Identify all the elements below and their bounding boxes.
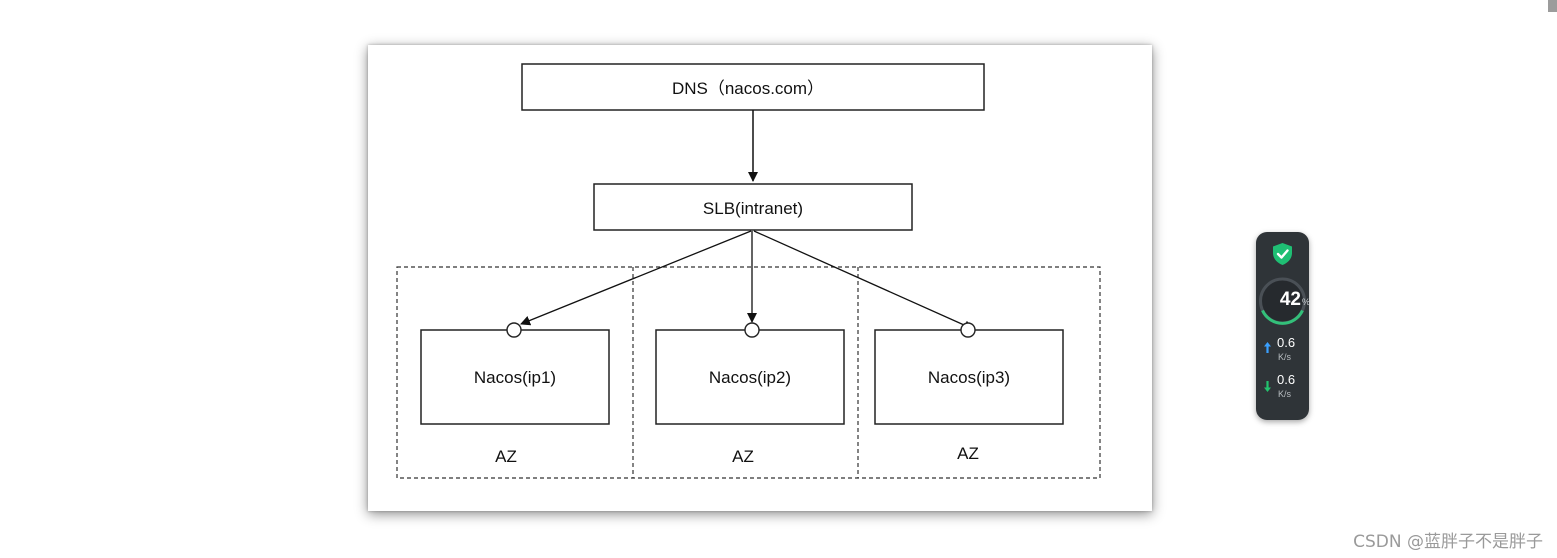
node-1-port [506, 322, 522, 338]
nacos-node-3-label: Nacos(ip3) [928, 368, 1010, 387]
node-2-port [744, 322, 760, 338]
slb-box [593, 183, 913, 231]
usage-percent: 42 [1279, 289, 1301, 310]
dns-box [521, 63, 985, 111]
upload-speed-unit: K/s [1278, 352, 1292, 362]
nacos-node-1-label: Nacos(ip1) [474, 368, 556, 387]
diagram-image: DNS（nacos.com） SLB(intranet) Nacos(ip1) … [368, 45, 1152, 511]
dns-label: DNS（nacos.com） [672, 79, 824, 98]
nacos-node-2-label: Nacos(ip2) [709, 368, 791, 387]
network-speed-widget[interactable]: 42 % 0.6 K/s 0.6 K/s [1256, 232, 1311, 420]
csdn-watermark: CSDN @蓝胖子不是胖子 [1353, 532, 1543, 552]
usage-gauge-ring [1259, 277, 1306, 325]
az-container [396, 266, 1101, 479]
nacos-node-2 [655, 329, 845, 425]
architecture-diagram: DNS（nacos.com） SLB(intranet) Nacos(ip1) … [396, 63, 1101, 479]
az-label-1: AZ [495, 447, 517, 466]
upload-speed-value: 0.6 [1277, 335, 1296, 350]
nacos-node-3 [874, 329, 1064, 425]
nacos-node-1 [420, 329, 610, 425]
shield-check-icon [1273, 243, 1292, 265]
download-arrow-icon [1264, 381, 1271, 392]
slb-to-node-1-arrow [520, 230, 752, 326]
slb-label: SLB(intranet) [703, 199, 803, 218]
usage-percent-unit: % [1302, 297, 1311, 307]
slb-to-node-3-arrow [753, 230, 974, 330]
az-label-2: AZ [732, 447, 754, 466]
upload-arrow-icon [1264, 342, 1271, 353]
scrollbar-thumb[interactable] [1548, 0, 1557, 12]
download-speed-value: 0.6 [1277, 372, 1296, 387]
download-speed-unit: K/s [1278, 389, 1292, 399]
az-label-3: AZ [957, 444, 979, 463]
node-3-port [960, 322, 976, 338]
